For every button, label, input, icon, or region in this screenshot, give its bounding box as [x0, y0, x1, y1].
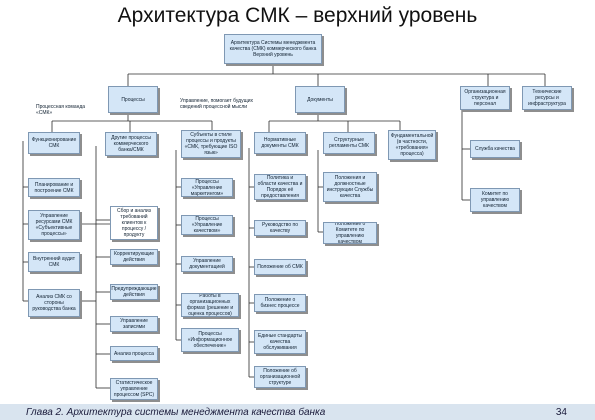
records-node: Управление записями [110, 316, 158, 332]
chapter-caption: Глава 2. Архитектура системы менеджмента… [26, 407, 326, 418]
marketing-node: Процессы «Управление маркетингом» [181, 178, 233, 197]
planning-node: Планирование и построение СМК [28, 178, 80, 197]
slide-title: Архитектура СМК – верхний уровень [117, 4, 478, 27]
org-unit-node: Положение об организационной структуре [254, 366, 306, 388]
footer-bar: Глава 2. Архитектура системы менеджмента… [0, 404, 595, 420]
analysis-board-node: Анализ СМК со стороны руководства банка [28, 289, 80, 317]
smk-provision-node: Положение об СМК [254, 259, 306, 275]
internal-audit-node: Внутренний аудит СМК [28, 252, 80, 272]
documents-node: Документы [295, 86, 345, 113]
standards-node: Единые стандарты качества обслуживания [254, 330, 306, 354]
work-methods-node: Работы в организационных формах (решение… [181, 293, 239, 317]
structural-regs-node: Структурные регламенты СМК [323, 132, 375, 154]
guide-node: Руководство по качеству [254, 220, 306, 236]
preventive-node: Предупреждающие действия [110, 284, 158, 300]
quality-processes-node: Процессы «Управление качеством» [181, 215, 233, 235]
mgmt-resources-node: Управление ресурсами СМК «Субъективные п… [28, 210, 80, 240]
page-number: 34 [555, 407, 567, 418]
corrective-node: Корректирующие действия [110, 249, 158, 265]
committee-reg-node: Положение о Комитете по управлению качес… [323, 222, 377, 244]
subject-processes-node: Субъекты в стиле процессы и продукты «СМ… [181, 130, 241, 158]
provision-node: Процессы «Информационное обеспечение» [181, 328, 239, 352]
statistical-node: Статистическое управление процессом (SPC… [110, 378, 158, 400]
business-process-node: Положение о бизнес процессе [254, 294, 306, 312]
normative-docs-node: Нормативные документы СМК [254, 132, 306, 154]
ownership-note: Управление, помогает будущих сведений пр… [180, 98, 253, 110]
process-team-note: Процессная команда «СМК» [36, 104, 86, 116]
processes-node: Процессы [108, 86, 158, 113]
job-instructions-node: Положения и должностные инструкции Служб… [323, 172, 377, 202]
org-structure-node: Организационная структура и персонал [460, 86, 510, 110]
process-analysis-node: Анализ процесса [110, 346, 158, 361]
root-node: Архитектура Системы менеджмента качества… [224, 34, 322, 64]
doc-management-node: Управление документацией [181, 256, 233, 272]
collect-requirements-node: Сбор и анализ требований клиентов к проц… [110, 206, 158, 240]
tech-resources-node: Технические ресурсы и инфраструктура [522, 86, 572, 110]
other-processes-node: Другие процессы коммерческого банка/СМК [105, 132, 157, 156]
service-quality-node: Служба качества [470, 140, 520, 158]
committee-node: Комитет по управлению качеством [470, 188, 520, 212]
fund-processes-node: Фундаментальной (в частности, «требовани… [388, 130, 436, 160]
policy-node: Политика и области качества и Порядок её… [254, 174, 306, 200]
functional-node: Функционирование СМК [28, 132, 80, 154]
